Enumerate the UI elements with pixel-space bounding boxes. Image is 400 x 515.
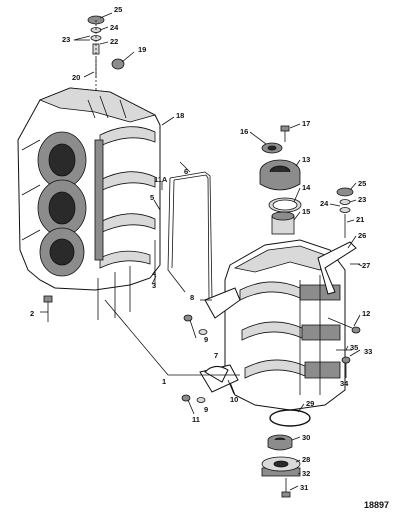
top-fitting-stack xyxy=(87,15,125,90)
callout-9-upper: 9 xyxy=(204,335,208,344)
callout-8: 8 xyxy=(190,293,194,302)
lower-fasteners xyxy=(181,314,361,415)
left-cylinder-block xyxy=(17,87,161,291)
lower-bearing-stack xyxy=(261,409,311,498)
callout-25-right: 25 xyxy=(358,179,366,188)
callout-32: 32 xyxy=(302,469,310,478)
callout-34: 34 xyxy=(340,379,349,388)
callout-21: 21 xyxy=(356,215,364,224)
callout-13: 13 xyxy=(302,155,310,164)
callout-4: 4 xyxy=(152,269,157,278)
callout-18: 18 xyxy=(176,111,184,120)
leader-lines xyxy=(40,12,363,491)
callout-16: 16 xyxy=(240,127,248,136)
callout-3: 3 xyxy=(152,281,156,290)
callout-5: 5 xyxy=(150,193,154,202)
callout-14: 14 xyxy=(302,183,311,192)
callout-35: 35 xyxy=(350,343,358,352)
callout-12: 12 xyxy=(362,309,370,318)
callout-17: 17 xyxy=(302,119,310,128)
callout-28: 28 xyxy=(302,455,310,464)
hose xyxy=(154,171,213,301)
callout-24-right: 24 xyxy=(320,199,329,208)
callout-23-top: 23 xyxy=(62,35,70,44)
callout-33: 33 xyxy=(364,347,372,356)
callout-31: 31 xyxy=(300,483,308,492)
right-fitting-stack xyxy=(317,187,360,295)
callout-26: 26 xyxy=(358,231,366,240)
callout-29: 29 xyxy=(306,399,314,408)
callout-7: 7 xyxy=(214,351,218,360)
callout-23-right: 23 xyxy=(358,195,366,204)
callout-20: 20 xyxy=(72,73,80,82)
callout-1: 1 xyxy=(162,377,166,386)
figure-number: 18897 xyxy=(364,500,389,510)
callout-24-top: 24 xyxy=(110,23,119,32)
block-bolts xyxy=(43,266,131,322)
callout-11: 11 xyxy=(192,415,200,424)
callout-6: 6 xyxy=(184,167,188,176)
callout-9-lower: 9 xyxy=(204,405,208,414)
upper-bearing-stack xyxy=(259,125,302,235)
callout-30: 30 xyxy=(302,433,310,442)
callout-11a: 11A xyxy=(154,175,168,184)
callout-22: 22 xyxy=(110,37,118,46)
callout-19: 19 xyxy=(138,45,146,54)
callout-2: 2 xyxy=(30,309,34,318)
callout-27: 27 xyxy=(362,261,370,270)
callout-25-top: 25 xyxy=(114,5,122,14)
callout-labels: 25 24 23 22 19 20 18 6 11A 5 4 3 2 1 16 … xyxy=(30,5,389,510)
callout-10: 10 xyxy=(230,395,238,404)
callout-15: 15 xyxy=(302,207,310,216)
